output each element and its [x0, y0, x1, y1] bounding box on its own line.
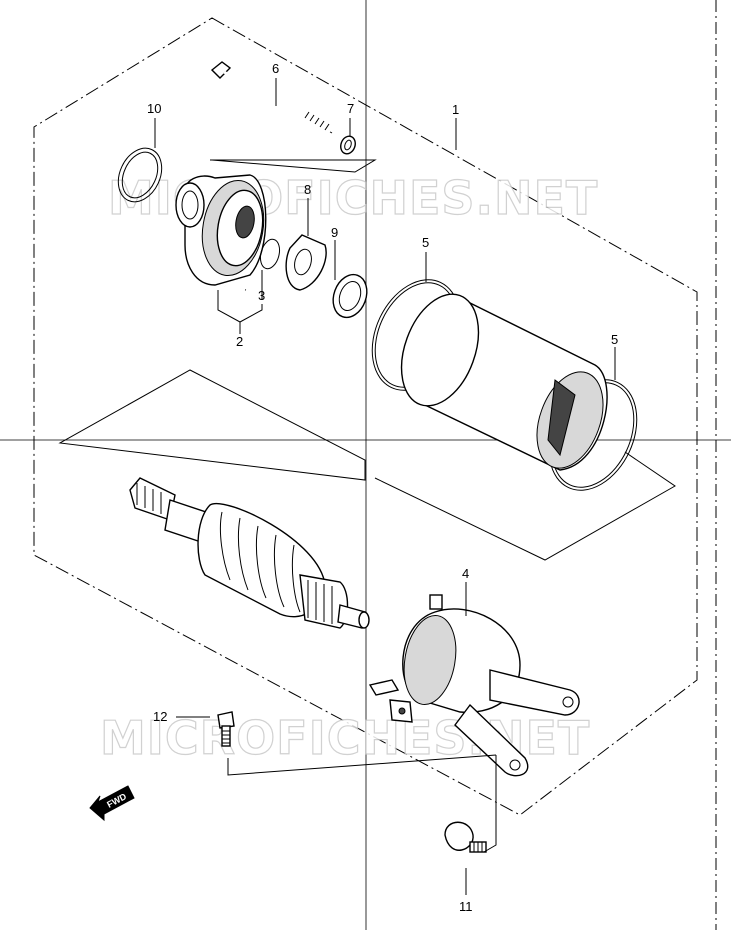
- yoke-outline: [374, 451, 676, 561]
- o-ring-3: [259, 238, 281, 270]
- yoke-housing: [400, 293, 608, 471]
- o-ring-10: [117, 147, 163, 203]
- callout-1: 1: [452, 102, 459, 117]
- armature: [129, 477, 370, 629]
- callout-12: 12: [153, 709, 167, 724]
- callout-10: 10: [147, 101, 161, 116]
- leader-lines: [154, 78, 616, 895]
- callout-7: 7: [347, 101, 354, 116]
- callout-8: 8: [304, 182, 311, 197]
- rear-bracket-4: [368, 594, 580, 777]
- lock-plate-8: [285, 234, 327, 291]
- callout-4: 4: [462, 566, 469, 581]
- fwd-arrow-icon: FWD: [89, 785, 135, 822]
- callout-5-lower: 5: [611, 332, 618, 347]
- screw-12: [217, 711, 235, 747]
- bolt-11: [444, 821, 487, 853]
- callout-5-upper: 5: [422, 235, 429, 250]
- callout-11: 11: [459, 899, 473, 914]
- assembly-outline: [33, 17, 698, 816]
- callout-6: 6: [272, 61, 279, 76]
- washer-7: [340, 135, 356, 155]
- callout-2: 2: [236, 334, 243, 349]
- long-bolt-6: [210, 61, 333, 134]
- washer-9: [332, 273, 368, 319]
- callout-3: 3: [258, 288, 265, 303]
- armature-outline: [58, 369, 366, 481]
- callout-9: 9: [331, 225, 338, 240]
- front-bracket-2: [175, 159, 377, 291]
